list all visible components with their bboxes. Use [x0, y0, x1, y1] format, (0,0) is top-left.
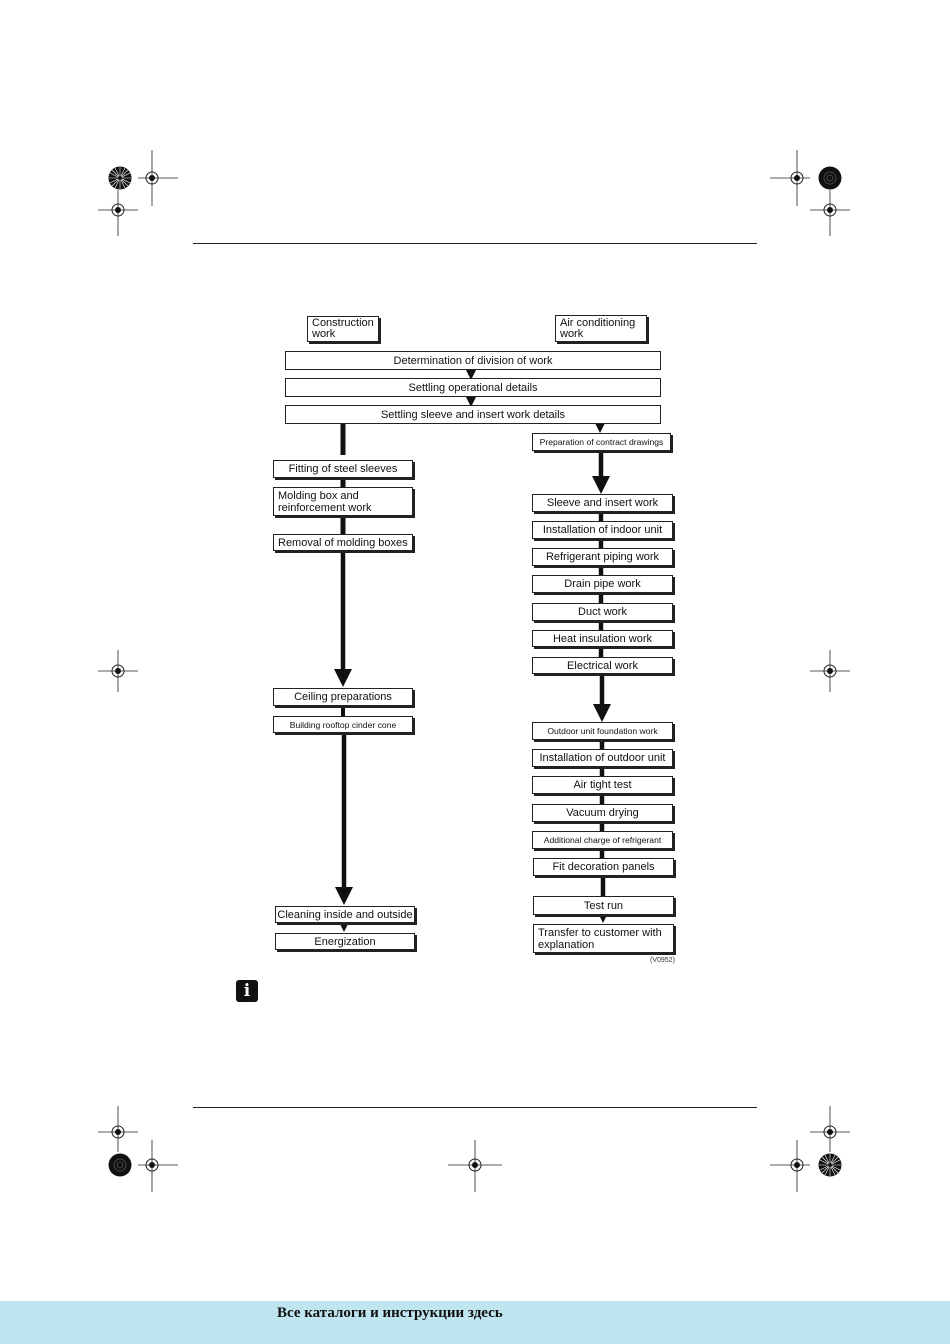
registration-crosshair-icon [138, 1140, 178, 1192]
registration-crosshair-icon [98, 650, 138, 692]
registration-crosshair-icon [810, 190, 850, 236]
step-installation-outdoor-unit: Installation of outdoor unit [532, 749, 673, 767]
step-drain-pipe-work: Drain pipe work [532, 575, 673, 593]
step-settling-sleeve-insert: Settling sleeve and insert work details [285, 405, 661, 424]
step-transfer-to-customer: Transfer to customer with explanation [533, 924, 674, 953]
step-sleeve-insert-work: Sleeve and insert work [532, 494, 673, 512]
step-settling-operational-details: Settling operational details [285, 378, 661, 397]
registration-crosshair-icon [448, 1140, 502, 1192]
registration-crosshair-icon [138, 150, 178, 206]
information-icon: i [236, 980, 258, 1002]
registration-crosshair-icon [810, 650, 850, 692]
footer-banner[interactable] [0, 1301, 950, 1344]
header-rule [193, 243, 757, 244]
step-test-run: Test run [533, 896, 674, 915]
step-air-tight-test: Air tight test [532, 776, 673, 794]
air-conditioning-work-header: Air conditioning work [555, 315, 647, 342]
step-outdoor-unit-foundation-work: Outdoor unit foundation work [532, 722, 673, 740]
registration-target-bottom-left-icon [108, 1153, 132, 1177]
step-molding-box-reinforcement: Molding box and reinforcement work [273, 487, 413, 516]
registration-wheel-bottom-right-icon [818, 1153, 842, 1177]
footer-link-text[interactable]: Все каталоги и инструкции здесь [277, 1305, 503, 1321]
registration-crosshair-icon [770, 1140, 810, 1192]
registration-crosshair-icon [810, 1106, 850, 1152]
step-electrical-work: Electrical work [532, 657, 673, 674]
registration-crosshair-icon [770, 150, 810, 206]
step-vacuum-drying: Vacuum drying [532, 804, 673, 822]
step-fitting-steel-sleeves: Fitting of steel sleeves [273, 460, 413, 478]
registration-wheel-top-left-icon [108, 166, 132, 190]
construction-work-header: Construction work [307, 316, 379, 342]
step-installation-indoor-unit: Installation of indoor unit [532, 521, 673, 539]
step-building-rooftop-cinder-cone: Building rooftop cinder cone [273, 716, 413, 733]
registration-crosshair-icon [98, 1106, 138, 1152]
step-preparation-contract-drawings: Preparation of contract drawings [532, 433, 671, 451]
step-removal-molding-boxes: Removal of molding boxes [273, 534, 413, 551]
step-fit-decoration-panels: Fit decoration panels [533, 858, 674, 876]
step-cleaning-inside-outside: Cleaning inside and outside [275, 906, 415, 923]
footer-rule [193, 1107, 757, 1108]
step-refrigerant-piping-work: Refrigerant piping work [532, 548, 673, 566]
step-duct-work: Duct work [532, 603, 673, 621]
step-energization: Energization [275, 933, 415, 950]
step-heat-insulation-work: Heat insulation work [532, 630, 673, 647]
figure-code: (V0952) [650, 957, 675, 964]
registration-crosshair-icon [98, 190, 138, 236]
step-ceiling-preparations: Ceiling preparations [273, 688, 413, 706]
step-determination-of-division: Determination of division of work [285, 351, 661, 370]
step-additional-charge-refrigerant: Additional charge of refrigerant [532, 831, 673, 849]
registration-target-top-right-icon [818, 166, 842, 190]
